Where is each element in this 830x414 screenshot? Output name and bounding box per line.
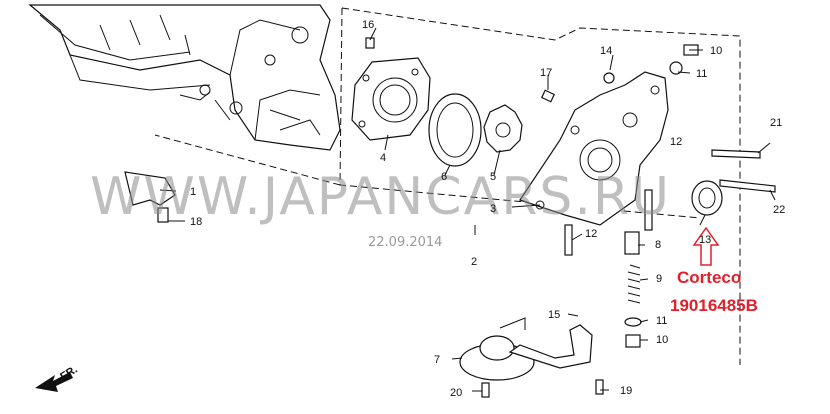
outer-rotor [428, 93, 482, 167]
callout-12a: 12 [585, 228, 597, 240]
callout-22: 22 [773, 204, 785, 216]
callout-19: 19 [620, 385, 632, 397]
callout-6: 6 [441, 171, 447, 183]
callout-10b: 10 [656, 334, 668, 346]
callout-1: 1 [190, 186, 196, 198]
seal-brand: Corteco [677, 268, 741, 287]
callout-8: 8 [655, 239, 661, 251]
callout-17: 17 [540, 67, 552, 79]
callout-9: 9 [656, 273, 662, 285]
callout-13: 13 [699, 234, 711, 246]
pump-cover-plate [351, 57, 431, 141]
callout-18: 18 [190, 216, 202, 228]
callout-16: 16 [362, 19, 374, 31]
callout-numbers: 1 2 3 4 5 6 7 8 9 10 10 11 11 12 12 13 1… [190, 19, 785, 399]
seal-part-number: 19016485B [670, 296, 758, 315]
callout-11b: 11 [656, 315, 667, 327]
front-direction-arrow-icon [35, 372, 73, 392]
date-stamp: 22.09.2014 [368, 235, 442, 250]
callout-14: 14 [600, 45, 612, 57]
callout-15: 15 [548, 309, 560, 321]
engine-block [28, 4, 341, 151]
watermark: WWW.JAPANCARS.RU [90, 167, 671, 227]
callout-20: 20 [450, 387, 462, 399]
callout-10a: 10 [710, 45, 722, 57]
leader-lines [159, 27, 776, 392]
pump-housing [519, 71, 669, 226]
callout-5: 5 [490, 171, 496, 183]
oil-strainer [459, 317, 604, 398]
seal-annotation-arrow [692, 226, 720, 266]
bracket [124, 171, 176, 206]
callout-3: 3 [490, 203, 496, 215]
callout-11a: 11 [696, 68, 707, 80]
callout-2: 2 [471, 256, 477, 268]
callout-12b: 12 [670, 136, 682, 148]
callout-4: 4 [380, 152, 386, 164]
callout-7: 7 [434, 354, 440, 366]
callout-21: 21 [770, 117, 782, 129]
inner-rotor [483, 104, 523, 153]
